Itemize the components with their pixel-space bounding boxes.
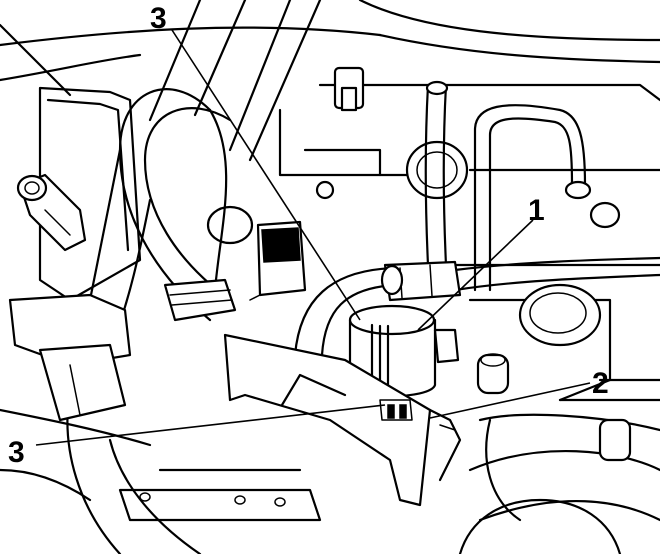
relay-box xyxy=(249,220,307,301)
leader-top-3 xyxy=(171,29,361,321)
callout-3-top: 3 xyxy=(150,2,167,35)
fittings xyxy=(139,66,632,507)
callout-2: 2 xyxy=(592,367,609,400)
connector-block xyxy=(8,293,132,422)
leader-1 xyxy=(417,219,534,331)
lower-right-part xyxy=(458,418,622,556)
leader-2 xyxy=(429,382,591,419)
filter-bracket xyxy=(223,333,462,507)
callout-1: 1 xyxy=(528,194,545,227)
leader-left-3 xyxy=(35,404,386,446)
bolt xyxy=(16,173,87,252)
callout-3-left: 3 xyxy=(8,436,25,469)
hoses xyxy=(88,80,660,357)
leader-lines xyxy=(35,29,591,446)
